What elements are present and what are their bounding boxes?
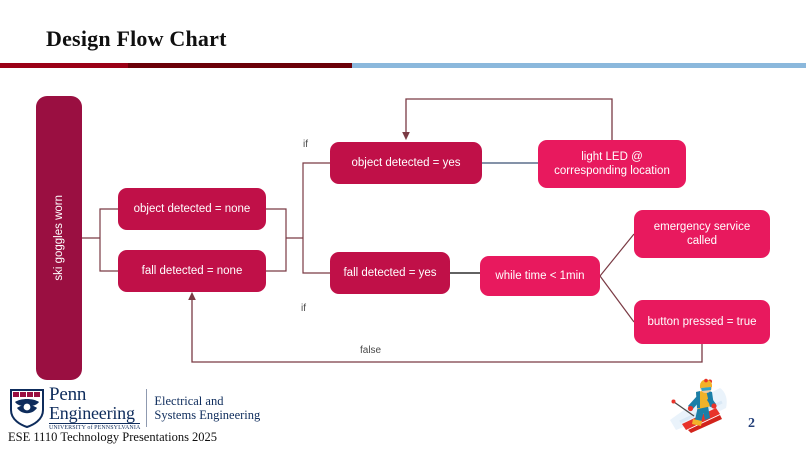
university-of-pennsylvania-word: UNIVERSITY of PENNSYLVANIA [49, 425, 141, 431]
flow-node-button-pressed-label: button pressed = true [647, 316, 757, 328]
flow-node-while-time-label: while time < 1min [495, 270, 585, 282]
flow-node-emergency-service-label: emergency service called [654, 220, 751, 248]
flow-node-object-detected-yes[interactable]: object detected = yes [330, 142, 482, 184]
logo-divider [146, 389, 148, 427]
flow-node-start[interactable]: ski goggles worn [36, 96, 82, 380]
flow-node-button-pressed[interactable]: button pressed = true [634, 300, 770, 344]
flow-node-light-led-label: light LED @ corresponding location [554, 150, 670, 178]
divider-segment-red [0, 63, 128, 68]
flow-node-object-detected-none[interactable]: object detected = none [118, 188, 266, 230]
department-line1: Electrical and [154, 394, 224, 408]
department-line2: Systems Engineering [154, 408, 261, 422]
penn-word: Penn [49, 384, 87, 405]
department-name: Electrical and Systems Engineering [154, 394, 260, 422]
page-number: 2 [748, 416, 755, 431]
flow-node-start-label: ski goggles worn [53, 195, 65, 281]
edge-label-false: false [360, 345, 382, 356]
course-footer-text: ESE 1110 Technology Presentations 2025 [8, 430, 218, 444]
divider-segment-maroon [128, 63, 352, 68]
flow-node-fall-detected-yes-label: fall detected = yes [343, 267, 437, 279]
engineering-word: Engineering [49, 404, 141, 424]
edge-label-if-bottom: if [301, 303, 306, 314]
flow-node-fall-detected-yes[interactable]: fall detected = yes [330, 252, 450, 294]
flow-node-light-led-line2: corresponding location [554, 165, 670, 177]
penn-shield-icon [8, 388, 46, 429]
flow-node-emergency-line1: emergency service [653, 221, 751, 233]
penn-engineering-wordmark: Penn Engineering UNIVERSITY of PENNSYLVA… [49, 384, 141, 431]
skier-illustration [670, 378, 727, 433]
penn-engineering-logo: Penn Engineering UNIVERSITY of PENNSYLVA… [8, 384, 260, 431]
flow-node-emergency-line2: called [686, 235, 718, 247]
flow-node-light-led[interactable]: light LED @ corresponding location [538, 140, 686, 188]
flow-node-object-detected-none-label: object detected = none [133, 203, 251, 215]
edge-label-if-top: if [303, 139, 308, 150]
flow-node-light-led-line1: light LED @ [581, 151, 643, 163]
flow-node-fall-detected-none[interactable]: fall detected = none [118, 250, 266, 292]
flow-node-object-detected-yes-label: object detected = yes [351, 157, 461, 169]
page-title: Design Flow Chart [46, 26, 227, 51]
flow-node-while-time[interactable]: while time < 1min [480, 256, 600, 296]
flow-node-emergency-service[interactable]: emergency service called [634, 210, 770, 258]
divider-segment-blue [352, 63, 806, 68]
flow-node-fall-detected-none-label: fall detected = none [141, 265, 243, 277]
